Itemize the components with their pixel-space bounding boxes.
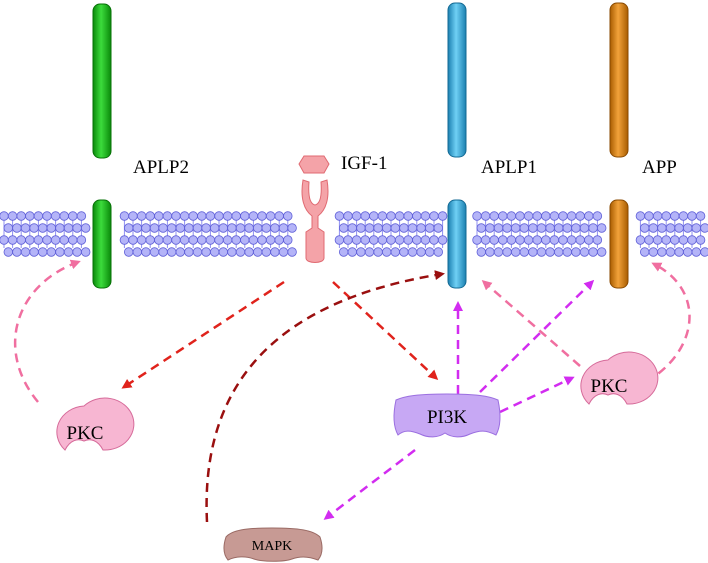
arrow-pi3k-to-app [479,279,595,393]
cell-membrane [0,211,708,257]
igf1-receptor [301,179,329,263]
pkc-right-label: PKC [591,376,628,397]
mapk-node: MAPK [223,527,323,562]
pkc-left-label: PKC [67,423,104,444]
arrow-igf1-to-pi3k [332,281,439,381]
igf1-ligand [298,155,330,174]
app-receptor [609,2,629,289]
pkc-right-node: PKC [580,351,659,405]
arrow-pi3k-to-mapk [323,449,416,520]
pi3k-label: PI3K [427,407,467,428]
arrow-igf1-to-pkc-left [121,280,285,389]
arrow-pkc-right-to-aplp1 [481,280,581,367]
aplp2-label: APLP2 [133,157,189,178]
arrow-pi3k-to-pkc-right [499,376,575,414]
igf1-label: IGF-1 [341,153,387,174]
arrow-pkc-left-to-aplp2 [14,259,81,403]
arrow-mapk-to-aplp1 [205,270,445,523]
pkc-left-node: PKC [56,397,135,451]
arrow-pkc-right-to-app [645,262,691,384]
pi3k-node: PI3K [393,393,501,438]
mapk-label: MAPK [252,539,292,554]
aplp2-receptor [92,3,112,289]
aplp1-label: APLP1 [481,157,537,178]
signal-arrows [14,259,691,523]
app-label: APP [642,157,677,178]
aplp1-receptor [447,2,467,289]
